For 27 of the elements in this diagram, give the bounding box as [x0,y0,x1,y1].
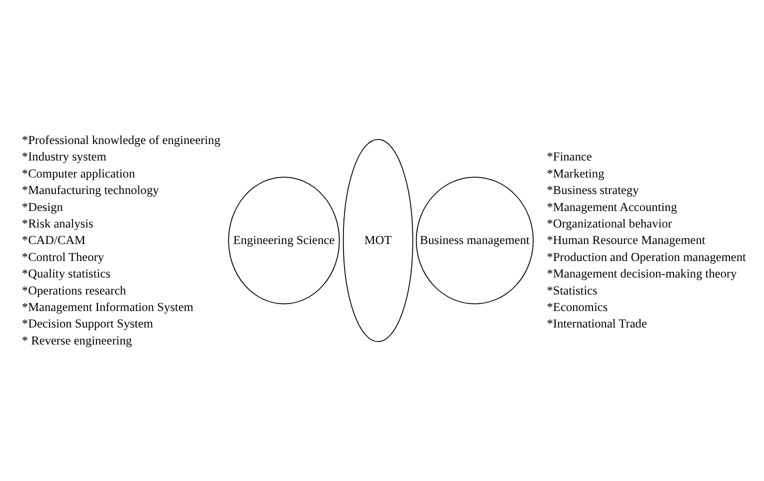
label: *Design [22,200,63,214]
label: *Control Theory [22,250,104,264]
label: *Computer application [22,166,135,180]
label: *Organizational behavior [546,216,672,230]
node-ellipse: MOT [342,138,414,342]
label: *International Trade [546,316,647,331]
label: *Professional knowledge of engineering [22,132,220,147]
label: *Management decision-making theory [546,266,737,281]
label: *Business strategy [546,183,639,198]
label: *Finance [546,150,592,164]
label: * Reverse engineering [22,333,132,348]
label: *Manufacturing technology [22,183,159,198]
label: *CAD/CAM [22,233,86,248]
label: *Risk analysis [22,216,94,230]
label: *Management Accounting [546,200,677,214]
label: *Economics [546,300,608,314]
node-circle: Business management [416,176,534,304]
label: *Industry system [22,150,106,164]
label: *Operations research [22,283,126,298]
node-ellipse: Engineering Science [228,176,340,304]
label: *Management Information System [22,300,194,314]
label: *Statistics [546,283,598,298]
label: *Quality statistics [22,266,110,281]
label: *Production and Operation management [546,250,746,264]
label: *Human Resource Management [546,233,706,248]
label: *Decision Support System [22,316,154,331]
label: *Marketing [546,166,604,180]
